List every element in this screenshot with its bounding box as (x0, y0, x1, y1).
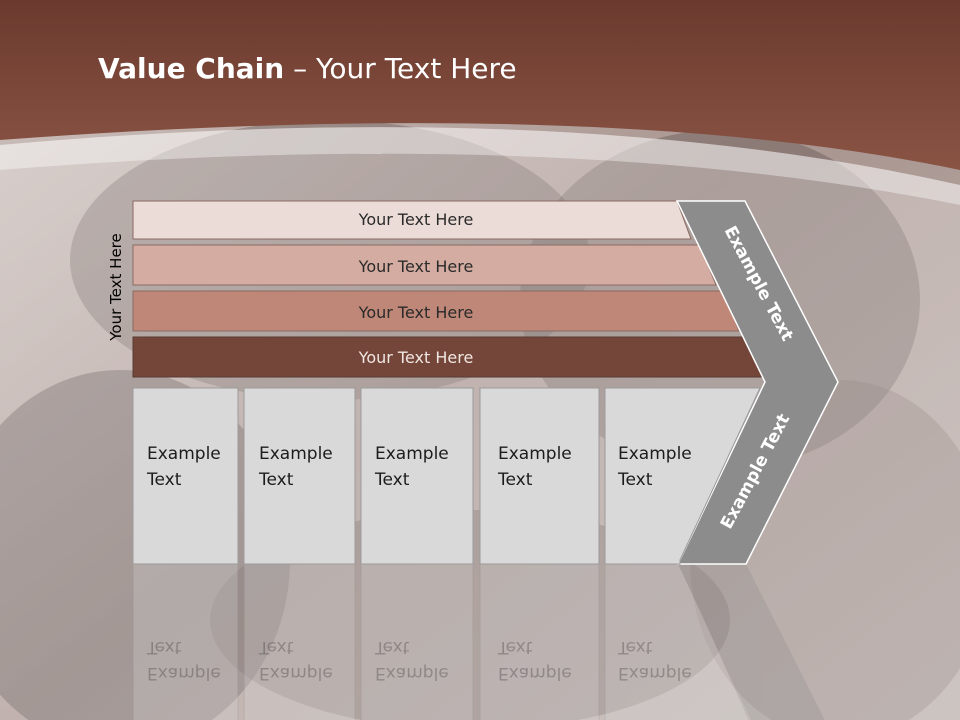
reflection-text-5b: Text (617, 637, 653, 657)
reflection-text-2: Example (259, 663, 333, 683)
reflection-text: Example Text Example Text Example Text E… (146, 637, 692, 683)
reflection-text-3: Example (375, 663, 449, 683)
box-5-line-2: Text (617, 470, 653, 490)
row-label-2: Your Text Here (358, 257, 474, 276)
reflection-box-4 (479, 563, 600, 720)
box-3-line-2: Text (374, 470, 410, 490)
example-box-2 (243, 387, 356, 565)
row-bar-2 (132, 244, 717, 286)
reflection-text-2b: Text (258, 637, 294, 657)
reflection-text-4: Example (498, 663, 572, 683)
box-1-line-1: Example (147, 444, 221, 464)
reflection-text-4b: Text (497, 637, 533, 657)
reflection-text-1b: Text (146, 637, 182, 657)
reflection-box-3 (360, 563, 474, 720)
example-box-1 (132, 387, 239, 565)
reflection-text-5: Example (618, 663, 692, 683)
row-label-3: Your Text Here (358, 303, 474, 322)
reflection-arrow (678, 564, 825, 720)
title-rest: – Your Text Here (284, 52, 517, 85)
box-2-line-2: Text (258, 470, 294, 490)
row-label-4: Your Text Here (358, 348, 474, 367)
reflection-text-3b: Text (374, 637, 410, 657)
example-box-3 (360, 387, 474, 565)
reflection (132, 563, 825, 720)
reflection-text-1: Example (147, 663, 221, 683)
page-title: Value Chain – Your Text Here (98, 52, 517, 85)
example-box-5 (604, 387, 761, 565)
reflection-box-1 (132, 563, 239, 720)
example-box-4 (479, 387, 600, 565)
box-3-line-1: Example (375, 444, 449, 464)
box-4-line-1: Example (498, 444, 572, 464)
title-bold: Value Chain (98, 52, 285, 85)
chevron-arrow (675, 200, 839, 565)
box-4-line-2: Text (497, 470, 533, 490)
row-bar-3 (132, 290, 740, 332)
row-bar-1 (132, 200, 692, 240)
box-1-line-2: Text (146, 470, 182, 490)
box-2-line-1: Example (259, 444, 333, 464)
row-label-1: Your Text Here (358, 210, 474, 229)
box-5-line-1: Example (618, 444, 692, 464)
